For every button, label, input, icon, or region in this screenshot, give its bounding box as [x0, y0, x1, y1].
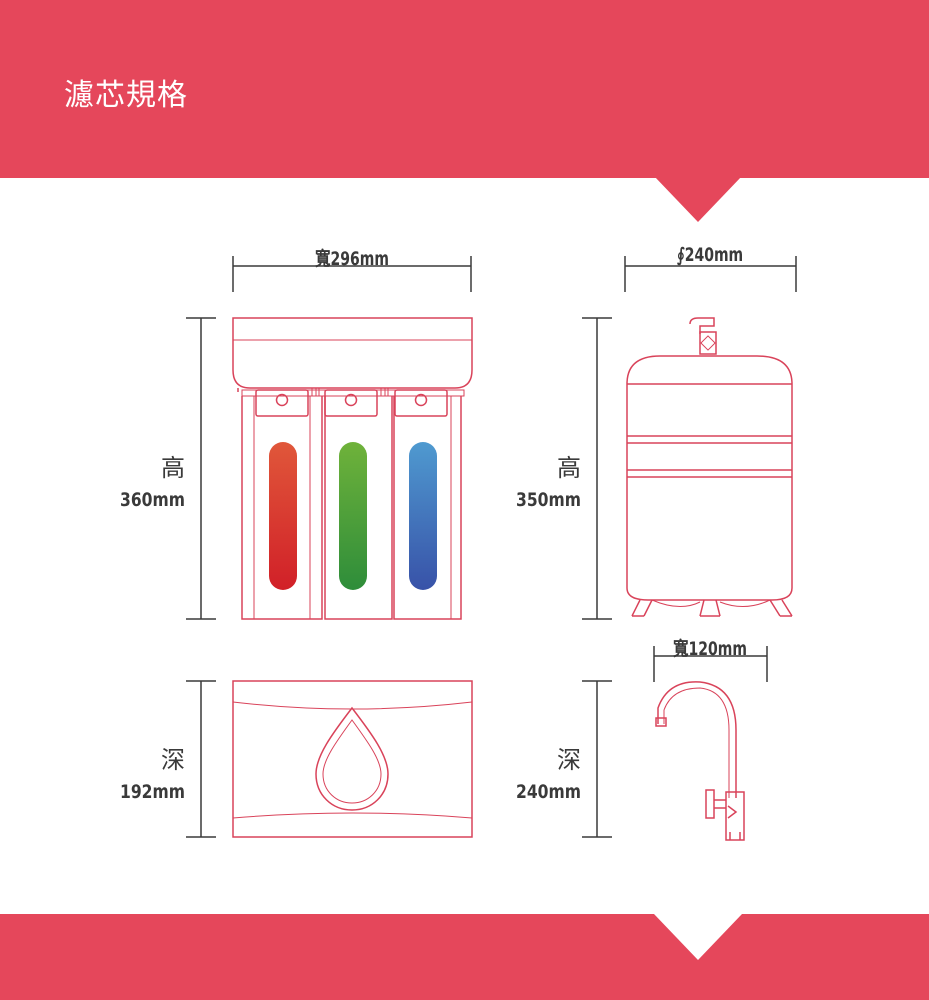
width-dimension-line-filter: [232, 256, 472, 292]
filter-unit-front: [232, 317, 473, 620]
filter-unit-top: [232, 680, 473, 838]
filter-height-label: 高 360mm: [100, 448, 185, 511]
faucet-depth-value: 240mm: [516, 781, 581, 803]
tank-height-label: 高 350mm: [496, 448, 581, 511]
filter-cartridge-blue: [409, 442, 437, 590]
filter-depth-label: 深 192mm: [100, 740, 185, 803]
tank-diameter-label: ∮240mm: [676, 244, 744, 266]
filter-cartridge-red: [269, 442, 297, 590]
depth-dimension-line-filter: [186, 680, 216, 838]
header-notch-arrow: [654, 176, 742, 222]
header-banner: [0, 0, 929, 178]
filter-depth-zh: 深: [161, 746, 185, 774]
width-dimension-line-faucet: [653, 646, 768, 682]
water-drop-icon: [315, 706, 389, 811]
height-dimension-line-tank: [582, 317, 612, 620]
faucet-depth-zh: 深: [557, 746, 581, 774]
diameter-dimension-line-tank: [624, 256, 797, 292]
depth-dimension-line-faucet: [582, 680, 612, 838]
footer-banner: [0, 914, 929, 1000]
height-dimension-line-filter: [186, 317, 216, 620]
tank-height-zh: 高: [557, 454, 581, 482]
filter-width-label: 寬296mm: [314, 248, 390, 270]
filter-height-value: 360mm: [120, 489, 185, 511]
faucet: [655, 681, 745, 841]
tank-height-value: 350mm: [516, 489, 581, 511]
pressure-tank: [626, 317, 793, 617]
filter-height-zh: 高: [161, 454, 185, 482]
footer-notch-arrow: [654, 914, 742, 960]
page-title: 濾芯規格: [64, 78, 188, 113]
filter-depth-value: 192mm: [120, 781, 185, 803]
filter-cartridge-green: [339, 442, 367, 590]
faucet-width-label: 寬120mm: [672, 638, 748, 660]
faucet-depth-label: 深 240mm: [496, 740, 581, 803]
